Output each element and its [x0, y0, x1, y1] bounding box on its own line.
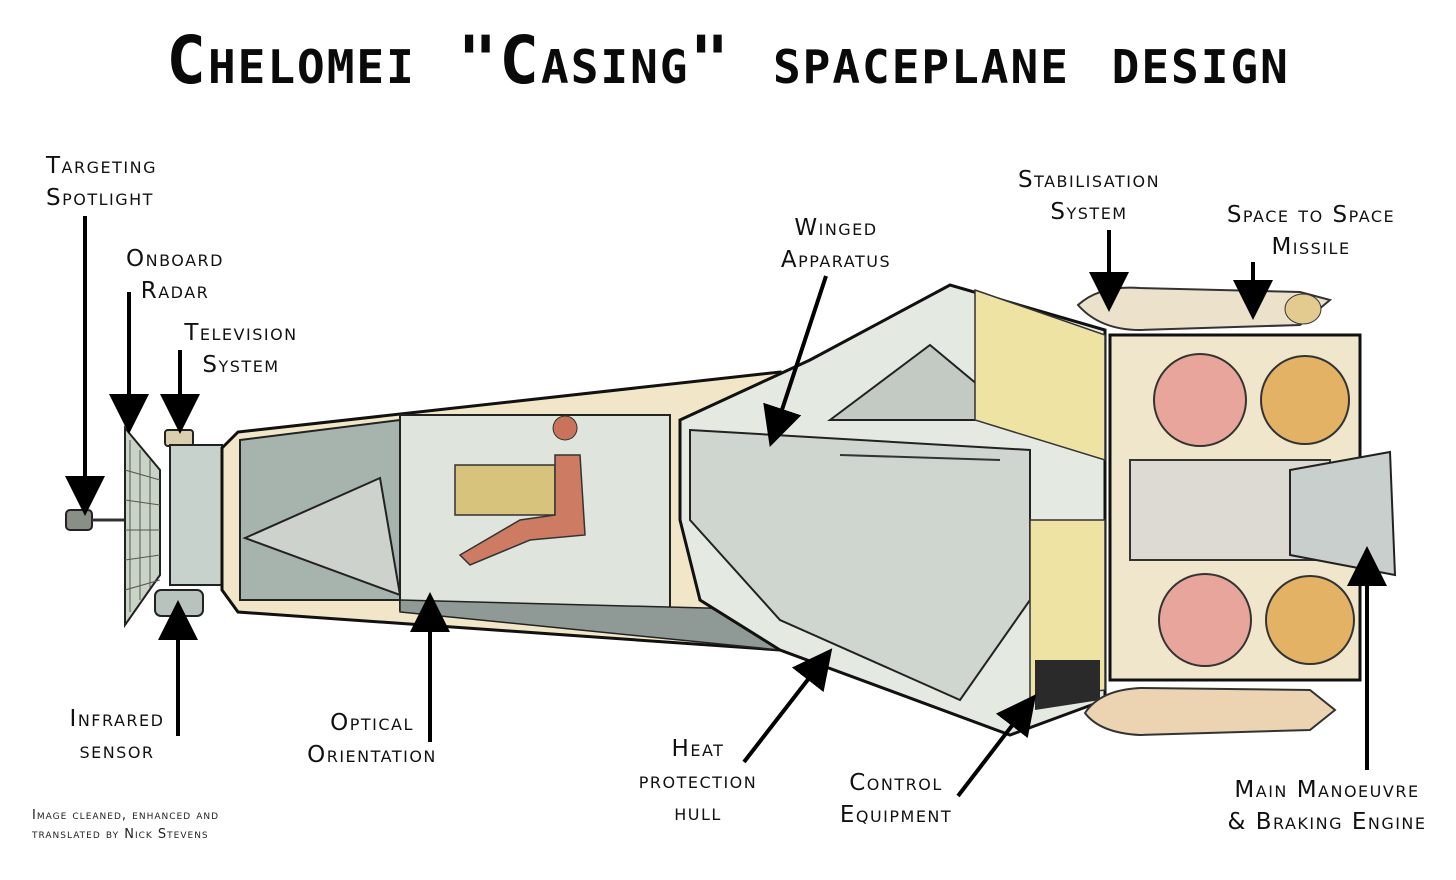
forward-body [220, 370, 782, 652]
arrow-winged-apparatus [763, 275, 828, 447]
arrow-control-equipment [956, 694, 1037, 798]
image-credit: Image cleaned, enhanced and translated b… [32, 808, 220, 842]
label-control-equipment: Control Equipment [839, 770, 953, 828]
label-space-to-space-missile: Space to Space Missile [1226, 202, 1396, 260]
label-optical-orientation: Optical Orientation [307, 710, 437, 768]
label-heat-protection-hull: Heat protection hull [638, 736, 758, 826]
label-stabilisation-system: Stabilisation System [1017, 167, 1161, 225]
label-television-system: Television System [184, 320, 298, 378]
radar-dish-shape [124, 425, 161, 629]
diagram-title: Chelomei "Casing" spaceplane design [166, 22, 1290, 99]
leader-arrows [65, 216, 1387, 798]
nose-sensor-block [154, 429, 223, 617]
aft-module [1076, 286, 1397, 737]
label-main-engine: Main Manoeuvre & Braking Engine [1227, 777, 1427, 835]
label-onboard-radar: Onboard Radar [126, 246, 224, 304]
label-targeting-spotlight: Targeting Spotlight [46, 153, 157, 211]
arrow-heat-protection-hull [742, 648, 833, 764]
label-infrared-sensor: Infrared sensor [69, 706, 165, 764]
winged-apparatus-shape [678, 283, 1107, 737]
label-winged-apparatus: Winged Apparatus [780, 215, 892, 273]
spotlight-shape [65, 509, 130, 531]
